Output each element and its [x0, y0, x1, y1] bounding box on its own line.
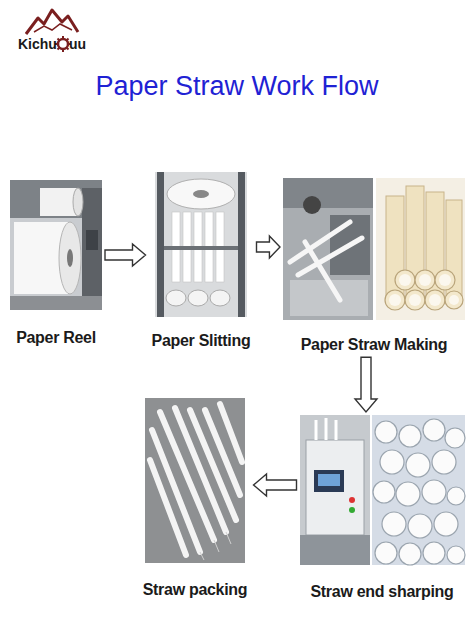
- process-step: Paper Straw Making: [283, 178, 465, 354]
- paper-slitting-photo: [155, 172, 247, 317]
- paper-reel-photo: [10, 180, 102, 310]
- flow-arrow: [257, 236, 281, 258]
- diagram-title: Paper Straw Work Flow: [0, 70, 474, 102]
- straw-making-photo: [283, 178, 465, 320]
- process-step: Straw packing: [140, 398, 251, 599]
- flow-arrow: [105, 244, 146, 266]
- end-sharping-photo: [300, 415, 465, 565]
- logo-text: uu: [69, 36, 86, 53]
- process-step: Paper Slitting: [149, 172, 254, 350]
- step-label: Straw packing: [143, 580, 248, 599]
- logo-text: Kichu: [18, 36, 57, 53]
- process-step: Straw end sharping: [300, 415, 465, 601]
- process-step: Paper Reel: [10, 180, 102, 347]
- straw-packing-photo: [145, 398, 245, 563]
- step-label: Paper Straw Making: [301, 335, 448, 354]
- step-label: Paper Slitting: [152, 331, 251, 350]
- flow-arrow: [254, 474, 297, 496]
- step-label: Paper Reel: [16, 328, 96, 347]
- step-label: Straw end sharping: [310, 582, 453, 601]
- flow-arrow: [355, 357, 377, 412]
